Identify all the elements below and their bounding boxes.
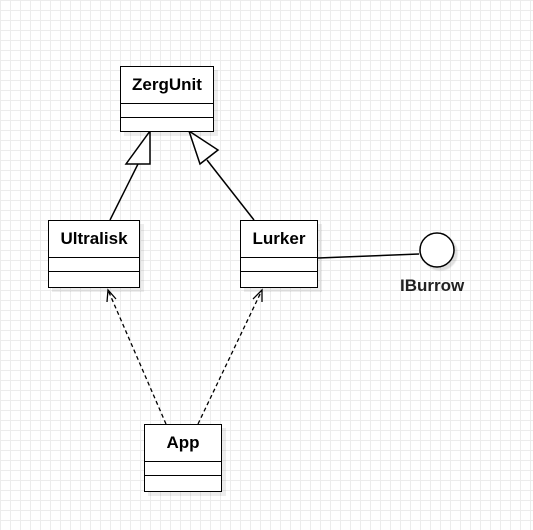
class-ultralisk-attributes (49, 258, 139, 272)
generalization-lurker-arrowhead (187, 129, 220, 166)
class-app-attributes (145, 462, 221, 476)
class-lurker-operations (241, 272, 317, 284)
class-app-name: App (145, 425, 221, 462)
class-app[interactable]: App (144, 424, 222, 492)
class-zergunit[interactable]: ZergUnit (120, 66, 214, 132)
generalization-ultralisk-arrowhead (124, 128, 151, 165)
class-app-operations (145, 476, 221, 488)
class-lurker[interactable]: Lurker (240, 220, 318, 288)
class-ultralisk-name: Ultralisk (49, 221, 139, 258)
generalization-lurker-line[interactable] (206, 159, 255, 221)
class-lurker-attributes (241, 258, 317, 272)
class-ultralisk[interactable]: Ultralisk (48, 220, 140, 288)
iburrow-interface-label: IBurrow (400, 276, 465, 295)
class-lurker-name: Lurker (241, 221, 317, 258)
dependency-app-lurker-line[interactable] (197, 289, 263, 425)
class-ultralisk-operations (49, 272, 139, 284)
interface-lurker-iburrow-line[interactable] (317, 253, 420, 259)
generalization-ultralisk-line[interactable] (109, 163, 139, 221)
dependency-app-ultralisk-arrowhead (106, 288, 117, 303)
iburrow-interface-icon[interactable] (419, 232, 455, 268)
class-zergunit-attributes (121, 104, 213, 118)
class-zergunit-operations (121, 118, 213, 130)
dependency-app-lurker-arrowhead (252, 288, 263, 302)
class-zergunit-name: ZergUnit (121, 67, 213, 104)
dependency-app-ultralisk-line[interactable] (107, 289, 167, 425)
